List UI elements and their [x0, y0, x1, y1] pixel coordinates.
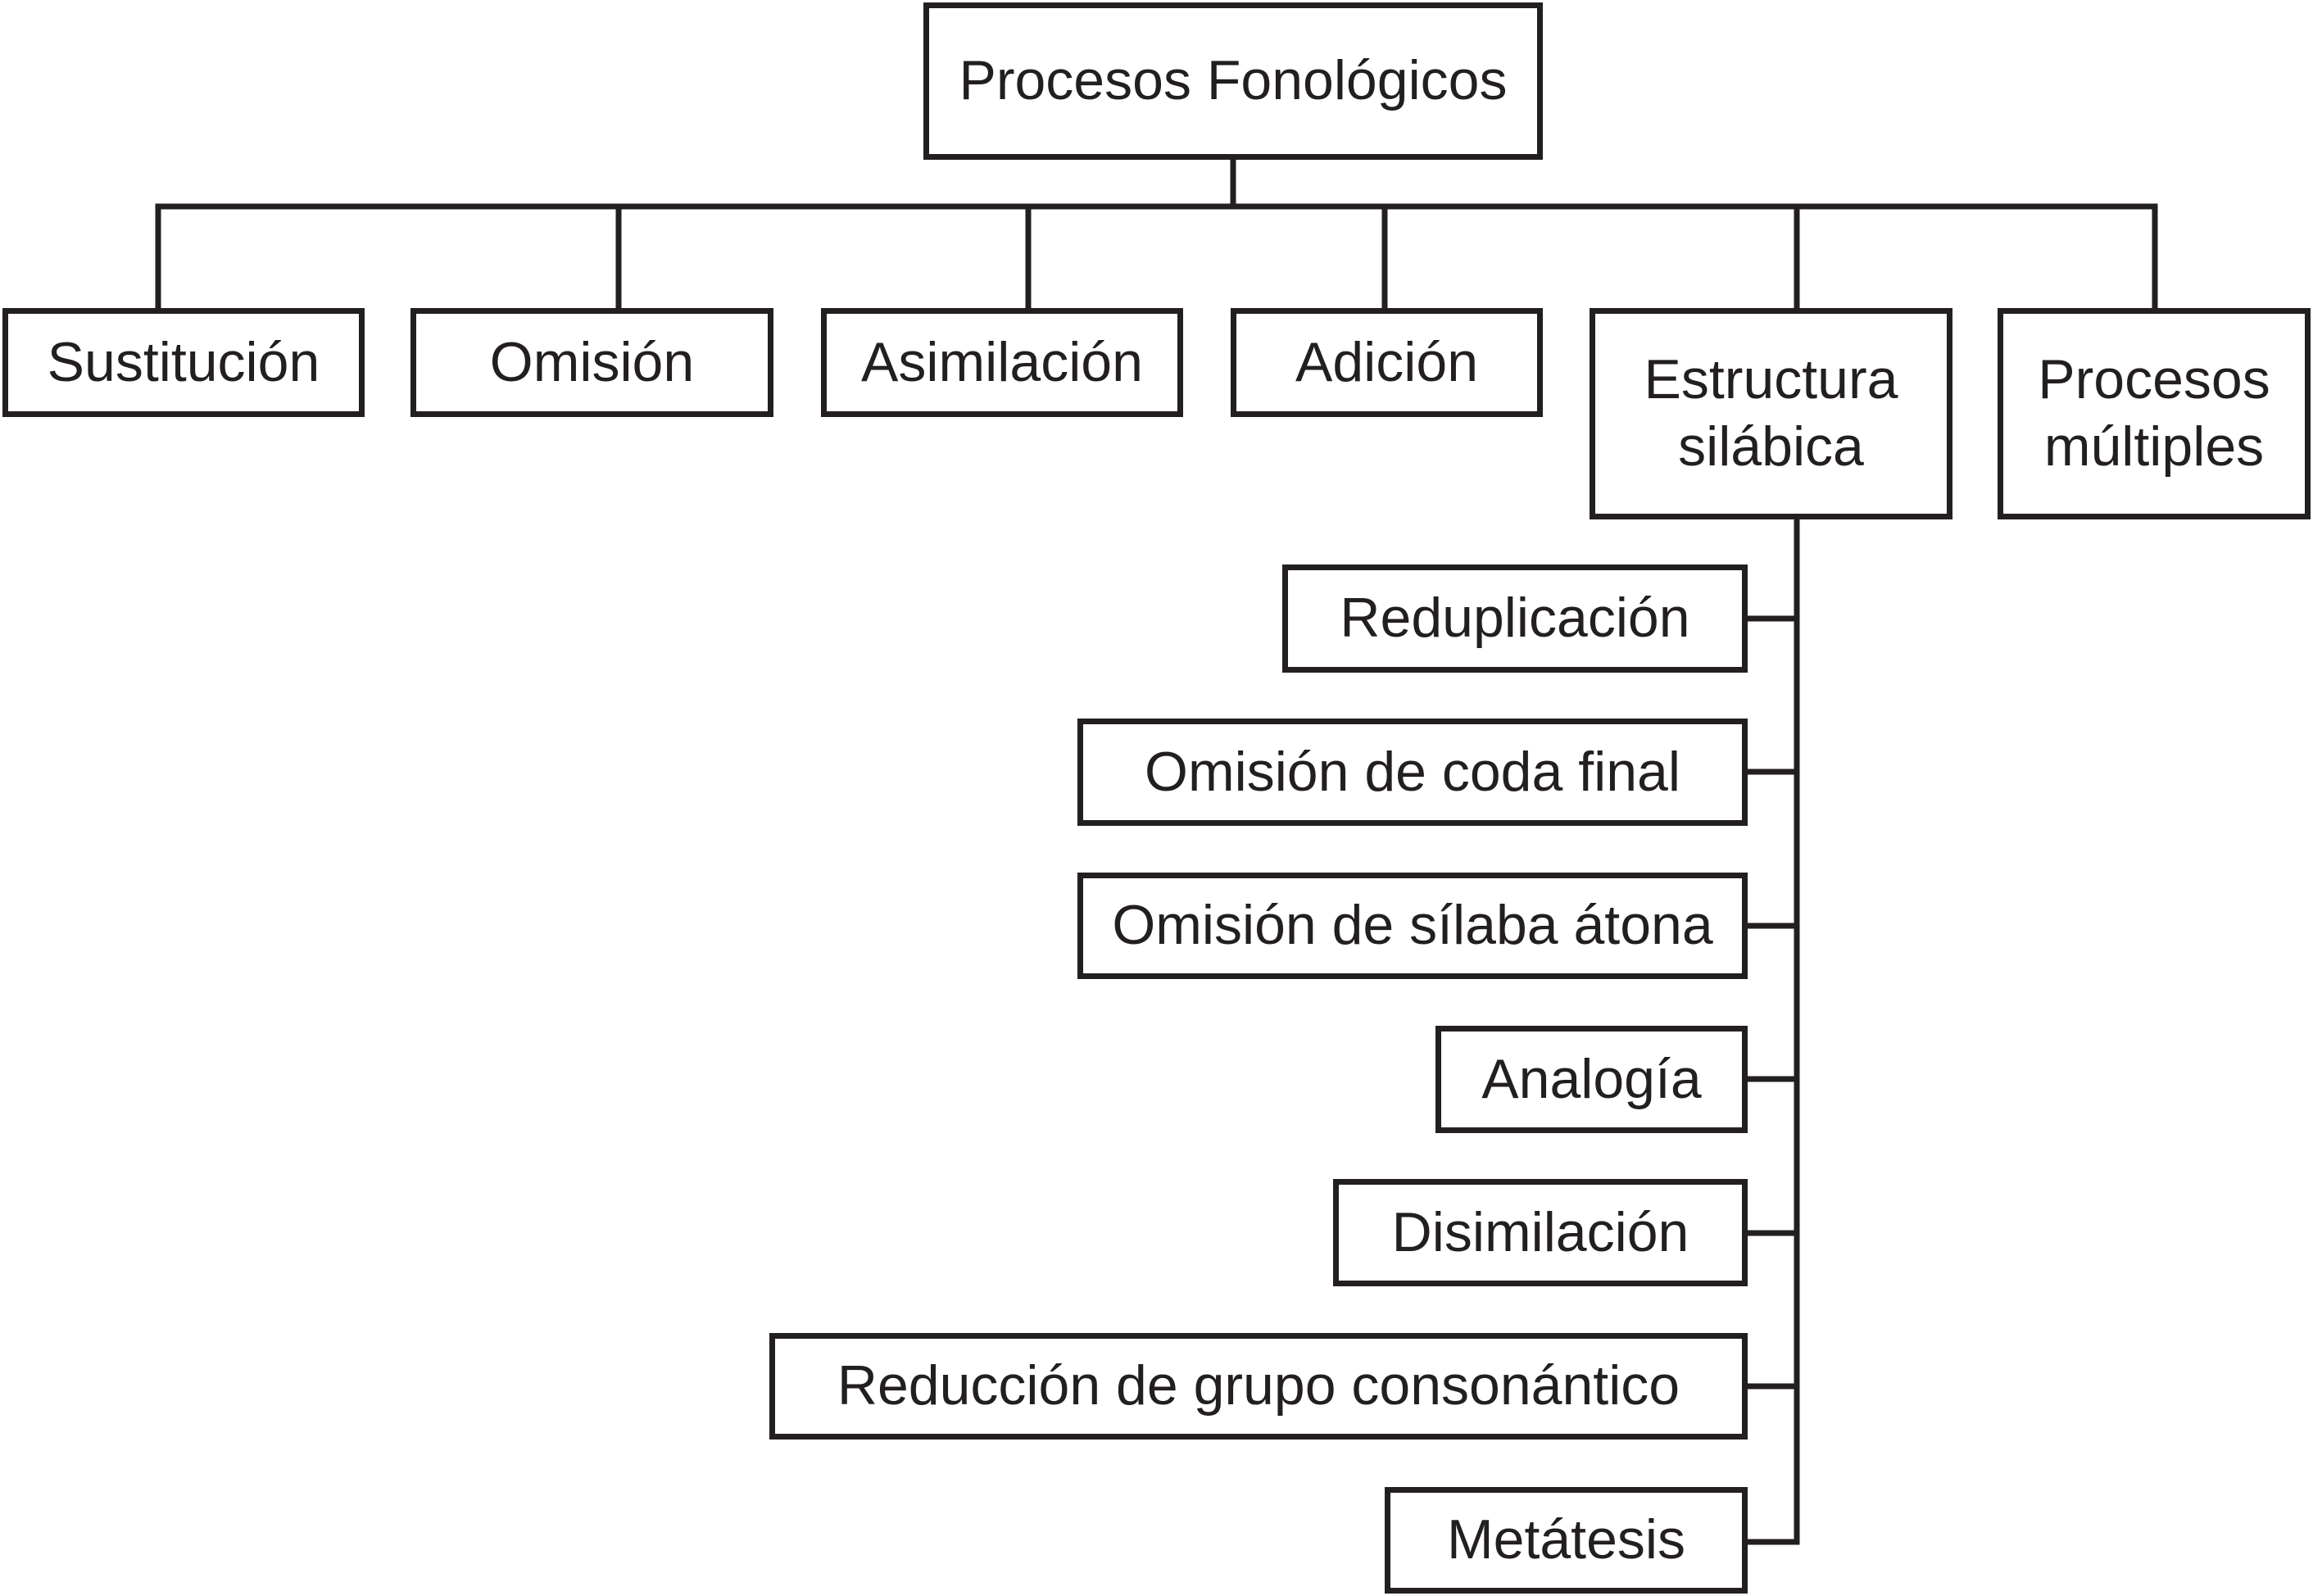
- category-label: Estructura silábica: [1644, 348, 1898, 478]
- category-label: Asimilación: [861, 330, 1143, 393]
- subitem-label: Analogía: [1481, 1047, 1702, 1110]
- subitem-reduccion-grupo-consonantico: Reducción de grupo consonántico: [769, 1333, 1748, 1440]
- category-asimilacion: Asimilación: [821, 308, 1183, 417]
- root-label: Procesos Fonológicos: [959, 49, 1508, 112]
- subitem-label: Metátesis: [1447, 1508, 1685, 1571]
- subitem-label: Disimilación: [1391, 1200, 1689, 1263]
- category-sustitucion: Sustitución: [2, 308, 365, 417]
- category-adicion: Adición: [1231, 308, 1543, 417]
- subitem-omision-coda-final: Omisión de coda final: [1077, 719, 1748, 826]
- category-label: Omisión: [489, 330, 695, 393]
- category-label: Sustitución: [47, 330, 320, 393]
- subitem-analogia: Analogía: [1435, 1026, 1748, 1133]
- subitem-metatesis: Metátesis: [1385, 1487, 1748, 1594]
- subitem-label: Reduplicación: [1340, 587, 1690, 650]
- category-omision: Omisión: [410, 308, 773, 417]
- category-procesos-multiples: Procesos múltiples: [1998, 308, 2311, 519]
- subitem-disimilacion: Disimilación: [1333, 1179, 1748, 1286]
- category-label: Procesos múltiples: [2038, 348, 2270, 478]
- subitem-label: Reducción de grupo consonántico: [837, 1354, 1680, 1417]
- subitem-reduplicacion: Reduplicación: [1282, 564, 1748, 673]
- subitem-label: Omisión de sílaba átona: [1112, 894, 1713, 957]
- subitem-label: Omisión de coda final: [1145, 740, 1680, 803]
- category-label: Adición: [1295, 330, 1479, 393]
- root-box: Procesos Fonológicos: [923, 2, 1543, 160]
- category-estructura-silabica: Estructura silábica: [1590, 308, 1952, 519]
- subitem-omision-silaba-atona: Omisión de sílaba átona: [1077, 873, 1748, 979]
